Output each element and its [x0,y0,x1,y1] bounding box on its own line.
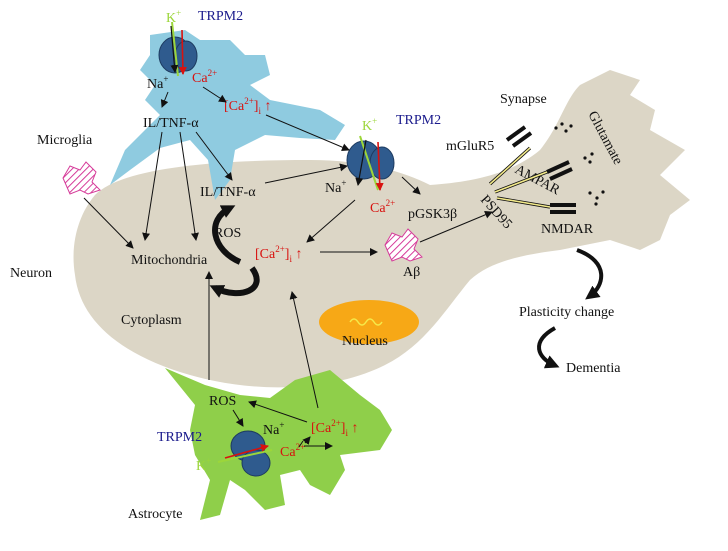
neuron-ros-label: ROS [214,226,241,241]
astrocyte-cell-body [165,368,392,520]
astrocyte-cai-label: [Ca2+]i ↑ [311,418,358,438]
neuron-ion-flux [355,135,384,191]
nucleus-dna-squiggle [349,318,383,326]
neuron-cai-label: [Ca2+]i ↑ [255,244,302,264]
neuron-ca-label: Ca2+ [370,198,395,216]
psd95-link-arrows [488,146,551,209]
microglia-ca-label: Ca2+ [192,68,217,86]
abeta-label: Aβ [403,265,420,280]
astrocyte-trpm2-label: TRPM2 [157,430,202,445]
microglia-cytokine-label: IL/TNF-α [143,116,199,131]
neuron-na-label: Na+ [325,178,346,196]
abeta-marker-icon [384,228,423,262]
astrocyte-ion-flux [217,444,273,463]
nucleus-label: Nucleus [342,334,388,349]
neuron-cytokine-label: IL/TNF-α [200,185,256,200]
glutamate-dots-icon [554,122,605,206]
microglia-ion-flux [170,21,187,77]
mglur5-label: mGluR5 [446,139,494,154]
microglia-label: Microglia [37,133,93,148]
neuron-trpm2-channel-icon [346,140,395,180]
ros-cycle-arrow-upper [212,205,242,265]
pgsk3b-label: pGSK3β [408,207,457,222]
nmdar-label: NMDAR [541,222,594,237]
neuron-cell-body [73,70,691,388]
signaling-arrows [83,86,493,448]
plasticity-to-dementia-arrow [537,326,560,369]
ros-cycle-arrow-lower [209,266,260,298]
cytoplasm-label: Cytoplasm [121,313,182,328]
plasticity-change-label: Plasticity change [519,305,614,320]
nmdar-receptor-icon [550,203,576,214]
microglia-k-label: K+ [166,8,181,26]
mglur5-receptor-icon [505,125,533,148]
astrocyte-ros-label: ROS [209,394,236,409]
mitochondria-label: Mitochondria [131,253,208,268]
microglia-marker-icon [62,161,101,195]
nucleus-shape [319,300,419,344]
neuron-label: Neuron [10,266,52,281]
microglia-na-label: Na+ [147,74,168,92]
astrocyte-label: Astrocyte [128,507,182,522]
astrocyte-k-label: K+ [196,456,211,474]
nmdar-to-plasticity-arrow [576,248,604,300]
microglia-cell-body [110,30,345,200]
synapse-label: Synapse [500,92,547,107]
neuron-k-label: K+ [362,116,377,134]
neuron-trpm2-label: TRPM2 [396,113,441,128]
dementia-label: Dementia [566,361,621,376]
microglia-trpm2-label: TRPM2 [198,9,243,24]
microglia-cai-label: [Ca2+]i ↑ [224,96,271,116]
ampar-receptor-icon [546,160,573,181]
astrocyte-na-label: Na+ [263,420,284,438]
astrocyte-ca-label: Ca2+ [280,442,305,460]
